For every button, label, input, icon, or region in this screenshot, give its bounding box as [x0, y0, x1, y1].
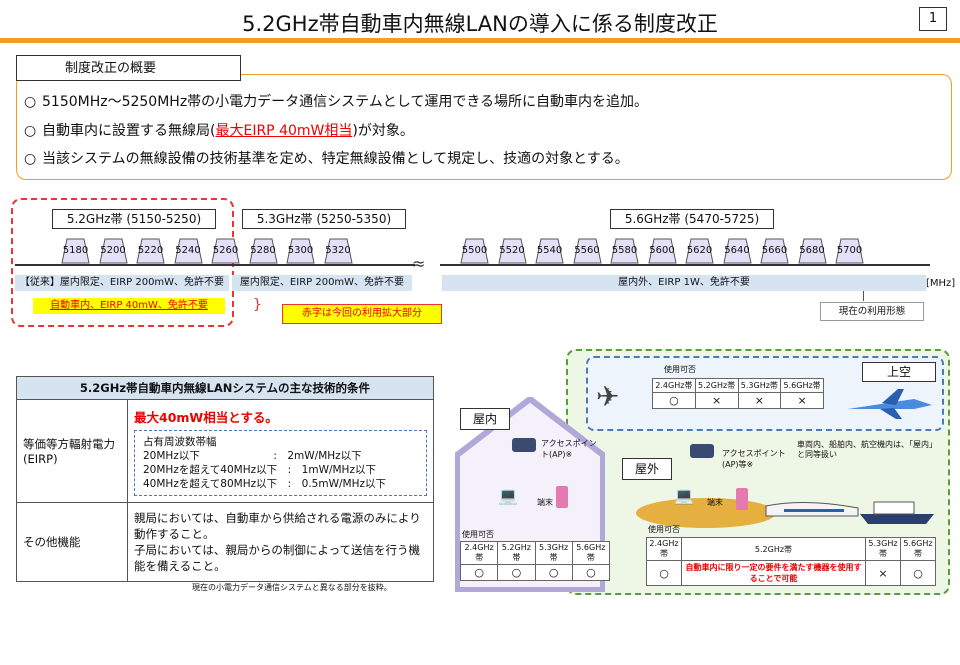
page-title: 5.2GHz帯自動車内無線LANの導入に係る制度改正 [242, 12, 718, 36]
indoor-usable-label: 使用可否 [462, 530, 494, 539]
channel-5640: 5640 [719, 238, 756, 264]
vehicle-note: 車両内、船舶内、航空機内は、「屋内」と同等扱い [797, 440, 937, 459]
circle-bullet-icon: ○ [24, 123, 37, 139]
channel-5520: 5520 [494, 238, 531, 264]
ground-icon [636, 498, 776, 528]
outdoor-ap-label: アクセスポイント(AP)等※ [722, 449, 786, 469]
current-use-note: 現在の利用形態 [820, 302, 924, 321]
channel-5200: 5200 [95, 238, 132, 264]
ship-icon [860, 501, 934, 524]
header-rule [0, 38, 960, 43]
unit-label: [MHz] [926, 278, 956, 289]
channel-5260: 5260 [207, 238, 244, 264]
channel-5680: 5680 [794, 238, 831, 264]
train-icon [765, 501, 859, 517]
channel-5560: 5560 [569, 238, 606, 264]
bandwidth-box: 占有周波数帯幅 20MHz以下 : 2mW/MHz以下 20MHzを超えて40M… [134, 429, 427, 496]
legacy-indoor-strip: 【従来】屋内限定、EIRP 200mW、免許不要 [15, 275, 229, 291]
access-point-icon [512, 438, 536, 452]
band-5-3-strip: 屋内限定、EIRP 200mW、免許不要 [232, 275, 412, 291]
sky-usable-label: 使用可否 [664, 365, 696, 374]
outdoor-label: 屋外 [622, 458, 672, 480]
callout-line [863, 291, 864, 301]
summary-bullet-2: ○自動車内に設置する無線局(最大EIRP 40mW相当)が対象。 [24, 123, 414, 139]
channel-5700: 5700 [831, 238, 868, 264]
freq-axis-left [15, 264, 415, 266]
freq-axis-right [440, 264, 930, 266]
laptop-icon: 💻 [498, 486, 518, 505]
summary-box [16, 74, 952, 180]
channel-5620: 5620 [681, 238, 718, 264]
outdoor-laptop-icon: 💻 [674, 486, 694, 505]
summary-bullet-3: ○当該システムの無線設備の技術基準を定め、特定無線設備として規定し、技適の対象と… [24, 151, 629, 167]
new-use-strip: 自動車内、EIRP 40mW、免許不要 [33, 298, 225, 314]
band-label-5-6: 5.6GHz帯 (5470-5725) [610, 209, 774, 229]
drone-icon: ✈ [596, 380, 620, 413]
channel-5220: 5220 [132, 238, 169, 264]
spec-footnote: 現在の小電力データ通信システムと異なる部分を抜粋。 [192, 583, 392, 592]
band-label-5-3: 5.3GHz帯 (5250-5350) [242, 209, 406, 229]
channel-5320: 5320 [320, 238, 357, 264]
channel-5240: 5240 [170, 238, 207, 264]
airplane-icon [848, 389, 932, 419]
outdoor-ap-icon [690, 444, 714, 458]
channel-5300: 5300 [282, 238, 319, 264]
summary-label: 制度改正の概要 [16, 55, 241, 81]
outdoor-terminal-label: 端末 [707, 498, 723, 507]
channel-5660: 5660 [756, 238, 793, 264]
child-station-rule: 子局においては、親局からの制御によって送信を行う機能を備えること。 [134, 543, 421, 573]
eirp-highlight: 最大EIRP 40mW相当 [215, 123, 353, 139]
circle-bullet-icon: ○ [24, 151, 37, 167]
channel-5180: 5180 [57, 238, 94, 264]
channel-5540: 5540 [531, 238, 568, 264]
channel-5600: 5600 [644, 238, 681, 264]
circle-bullet-icon: ○ [24, 94, 37, 110]
outdoor-usable-label: 使用可否 [648, 525, 680, 534]
band-label-5-2: 5.2GHz帯 (5150-5250) [52, 209, 216, 229]
channel-5280: 5280 [245, 238, 282, 264]
outdoor-5-2-condition: 自動車内に限り一定の要件を満たす機器を使用することで可能 [681, 560, 866, 586]
axis-break-icon: ≈ [412, 254, 426, 273]
summary-bullet-1: ○5150MHz〜5250MHz帯の小電力データ通信システムとして運用できる場所… [24, 94, 649, 110]
indoor-label: 屋内 [460, 408, 510, 430]
spec-table-title: 5.2GHz帯自動車内無線LANシステムの主な技術的条件 [16, 376, 434, 400]
parent-station-rule: 親局においては、自動車から供給される電源のみにより動作すること。 [134, 511, 421, 541]
outdoor-smartphone-icon [736, 488, 748, 510]
channel-5500: 5500 [456, 238, 493, 264]
terminal-label: 端末 [537, 498, 553, 507]
ap-label: アクセスポイント(AP)※ [541, 439, 597, 459]
eirp-max: 最大40mW相当とする。 [134, 409, 278, 425]
brace-icon: } [253, 297, 262, 313]
sky-label: 上空 [862, 362, 936, 382]
other-label: その他機能 [16, 502, 128, 582]
channel-5580: 5580 [606, 238, 643, 264]
spec-table: 5.2GHz帯自動車内無線LANシステムの主な技術的条件 等価等方輻射電力(EI… [16, 376, 434, 582]
band-5-6-strip: 屋内外、EIRP 1W、免許不要 [442, 275, 926, 291]
eirp-label: 等価等方輻射電力(EIRP) [16, 399, 128, 503]
page-number: 1 [919, 7, 947, 31]
smartphone-icon [556, 486, 568, 508]
red-note-box: 赤字は今回の利用拡大部分 [282, 304, 442, 324]
